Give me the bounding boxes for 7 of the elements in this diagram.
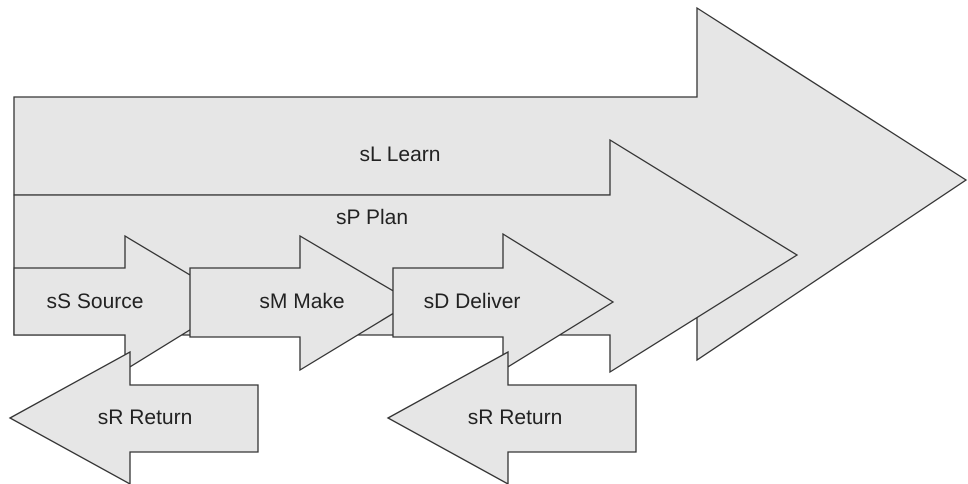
arrow-label: sR Return xyxy=(98,406,192,430)
arrow-label: sM Make xyxy=(259,290,345,314)
arrow-label: sD Deliver xyxy=(424,290,520,314)
arrow-label: sS Source xyxy=(46,290,144,314)
arrow-label: sL Learn xyxy=(360,143,440,167)
arrow-label: sP Plan xyxy=(336,206,408,230)
arrow-label: sR Return xyxy=(468,406,562,430)
